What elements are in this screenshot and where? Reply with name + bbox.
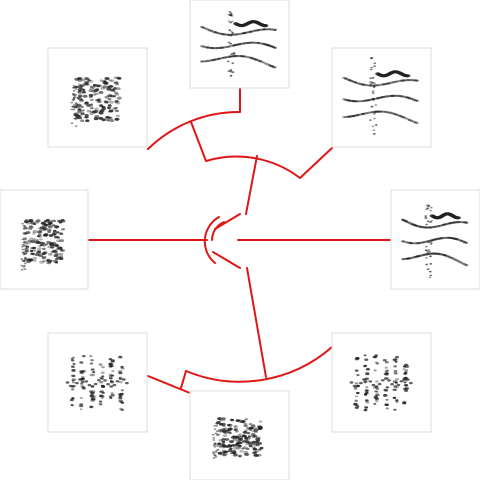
root-stub-upper	[214, 213, 241, 230]
leaf-box-upper-left[interactable]	[47, 47, 148, 148]
spectrogram-8	[349, 354, 413, 412]
spectrogram-3	[401, 204, 469, 279]
edge-upper-inner	[190, 121, 207, 162]
root-stub-lower	[212, 251, 241, 269]
spectrogram-6	[211, 417, 264, 459]
spectrogram-layer	[20, 11, 469, 459]
spectrogram-1	[200, 11, 277, 77]
leaf-box-bottom[interactable]	[189, 390, 290, 480]
spectrogram-7	[65, 355, 129, 411]
spectrogram-2	[342, 57, 419, 135]
edge-to-upper-right	[299, 147, 333, 179]
leaf-box-right[interactable]	[390, 189, 480, 290]
root-arc	[203, 216, 220, 264]
upper-arc	[205, 155, 301, 179]
lower-stem	[246, 267, 267, 378]
tree-edges	[88, 87, 391, 394]
leaf-box-left[interactable]	[0, 189, 89, 290]
edge-to-lower-left	[147, 375, 191, 394]
spectrogram-4	[70, 76, 122, 127]
edge-lower-inner	[180, 370, 187, 389]
lower-arc	[185, 346, 333, 383]
leaf-box-lower-right[interactable]	[331, 332, 432, 433]
spectrogram-5	[20, 218, 66, 271]
leaf-box-lower-left[interactable]	[47, 332, 148, 433]
upper-stem	[245, 155, 258, 215]
upper-outer-arc	[147, 110, 241, 150]
